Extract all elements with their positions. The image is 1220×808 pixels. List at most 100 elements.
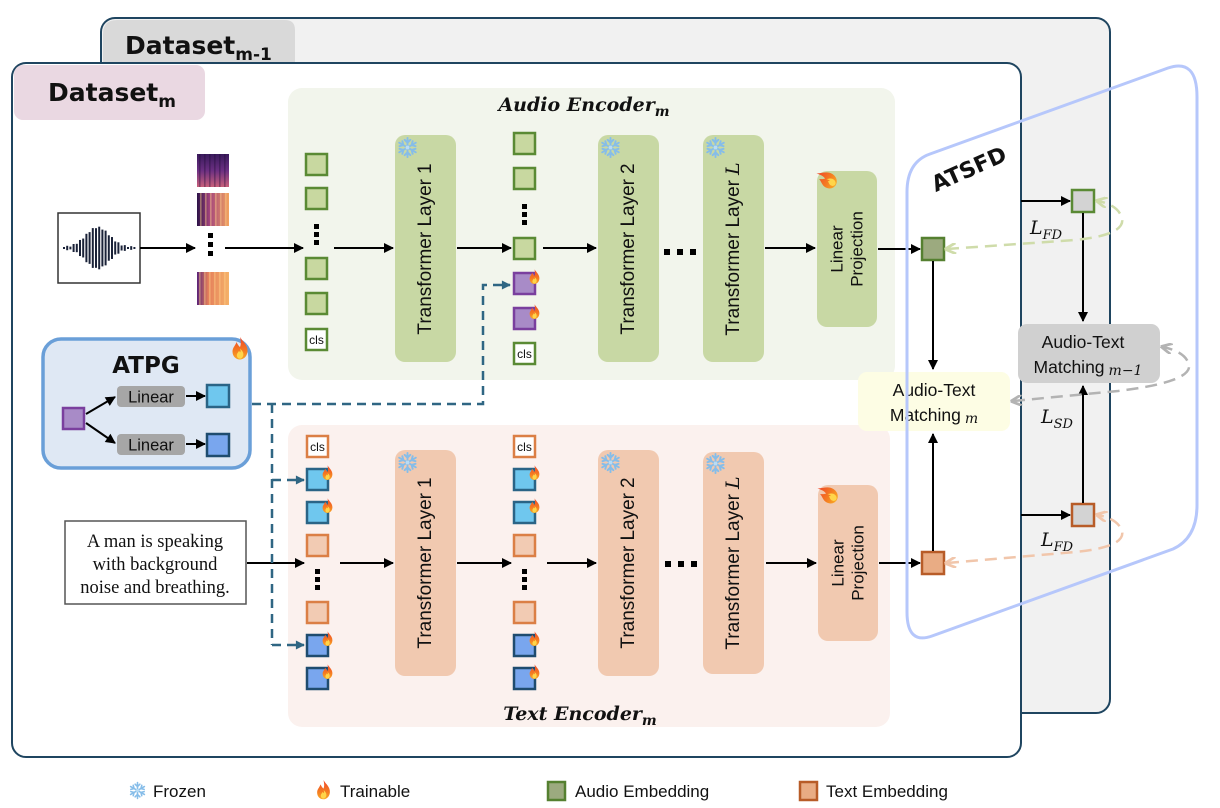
caption-input: A man is speaking with background noise …	[64, 520, 247, 605]
waveform-bar	[104, 230, 107, 266]
text-transformer-layer-2	[598, 450, 659, 676]
ellipsis-dot	[664, 249, 670, 255]
waveform-bar	[72, 244, 75, 252]
text-input-tokens: cls	[305, 434, 333, 691]
spectrogram-frame	[197, 193, 229, 226]
audio-embedding-swatch	[546, 780, 567, 802]
matching-subscript: m−1	[1109, 363, 1143, 379]
ellipsis-dot	[208, 242, 213, 247]
waveform-bar	[88, 232, 91, 264]
layer-label-text: Transformer Layer	[415, 178, 436, 334]
layer-index: 2	[618, 163, 639, 174]
audio-embedding-token	[512, 236, 537, 261]
loss-subscript: FD	[1053, 540, 1074, 555]
waveform-bar	[79, 239, 81, 257]
matching-current-line1: Audio-Text	[893, 380, 976, 400]
text-embedding-token	[305, 533, 330, 558]
audio-transformer-layer-1-label: Transformer Layer1	[415, 163, 436, 334]
waveform-bar	[114, 241, 117, 255]
dataset-previous-label: Datasetm-1	[125, 31, 272, 65]
cls-token	[305, 434, 330, 459]
waveform-bar	[111, 237, 113, 259]
loss-symbol: L	[1040, 406, 1054, 428]
loss-subscript: FD	[1042, 228, 1063, 243]
prompt-injection-paths	[252, 280, 511, 650]
cls-label: cls	[309, 333, 324, 347]
spectrogram-band	[215, 193, 217, 226]
ellipsis-dot	[678, 561, 684, 567]
waveform-bar	[120, 245, 123, 251]
text-embedding-token	[305, 600, 330, 625]
distillation-area: LFD LSD LFD	[920, 188, 1191, 576]
text-output-embedding	[920, 550, 946, 576]
dataset-previous-name: Dataset	[125, 31, 235, 60]
audio-linear-projection	[817, 171, 877, 327]
audio-encoder-panel	[288, 88, 895, 380]
legend-frozen: Frozen	[153, 782, 206, 801]
ellipsis-dot	[314, 224, 319, 229]
layer-label-text: Transformer Layer	[723, 493, 744, 649]
layer-label-text: Transformer Layer	[415, 492, 436, 648]
loss-symbol: L	[1040, 529, 1054, 551]
previous-text-embedding	[1070, 502, 1096, 528]
waveform-bar	[130, 246, 133, 250]
layer-index: L	[722, 162, 744, 176]
spectrogram-band	[204, 154, 206, 187]
spectrogram-frame	[197, 272, 229, 305]
text-encoder-panel	[288, 425, 890, 727]
waveform-bar	[91, 228, 94, 268]
ellipsis-dot	[677, 249, 683, 255]
snowflake-icon	[129, 781, 146, 800]
ellipsis-dot	[314, 240, 319, 245]
ellipsis-dot	[522, 585, 527, 590]
spectrogram-tokens	[197, 154, 229, 305]
audio-transformer-layer-2-label: Transformer Layer2	[618, 163, 639, 334]
dataset-current-subscript: m	[158, 92, 176, 112]
waveform-bar	[66, 245, 69, 251]
spectrogram-band	[224, 154, 226, 187]
audio-encoder-title: Audio Encoderm	[496, 94, 669, 120]
text-embedding-token	[512, 600, 537, 625]
atsfd-outline	[905, 64, 1199, 640]
text-embedding-swatch	[798, 780, 819, 802]
loss-feature-audio: LFD	[1029, 217, 1063, 243]
waveform-bar	[98, 226, 101, 270]
loss-symbol: L	[1029, 217, 1043, 239]
ellipsis-dot	[208, 233, 213, 238]
atpg-module: ATPG Linear Linear	[41, 337, 252, 470]
spectrogram-image	[197, 272, 229, 305]
audio-encoder-title-text: Audio Encoder	[496, 94, 656, 116]
spectrogram-band	[199, 154, 201, 187]
cls-label: cls	[310, 440, 325, 454]
audio-embedding-token	[304, 186, 329, 211]
matching-subscript: m	[965, 411, 978, 427]
dataset-current-label: Datasetm	[48, 78, 176, 112]
audio-projection-label-line1: Linear	[827, 225, 846, 273]
cls-label: cls	[517, 440, 532, 454]
ellipsis-dot	[522, 220, 527, 225]
spectrogram-band	[199, 272, 201, 305]
spectrogram-band	[209, 154, 211, 187]
atpg-linear-bottom	[117, 434, 185, 455]
waveform-icon	[63, 226, 136, 270]
spectrogram-band	[209, 272, 211, 305]
atpg-output-token-a	[205, 383, 231, 409]
spectrogram-band	[225, 193, 227, 226]
ellipsis-dot	[315, 585, 320, 590]
atpg-linear-bottom-label: Linear	[128, 437, 174, 455]
legend: Frozen Trainable Audio Embedding Text Em…	[129, 780, 948, 802]
loss-feature-text: LFD	[1040, 529, 1074, 555]
atpg-output-token-b	[205, 432, 231, 458]
layer-index: L	[722, 476, 744, 490]
matching-previous-line1: Audio-Text	[1042, 332, 1125, 352]
ellipsis-dot	[208, 251, 213, 256]
audio-embedding-token	[304, 256, 329, 281]
atpg-input-token	[61, 406, 86, 431]
text-embedding-token	[512, 533, 537, 558]
spectrogram-band	[200, 193, 202, 226]
ellipsis-dot	[690, 249, 696, 255]
text-transformer-layer-1-label: Transformer Layer1	[415, 477, 436, 648]
previous-audio-embedding	[1070, 188, 1096, 214]
